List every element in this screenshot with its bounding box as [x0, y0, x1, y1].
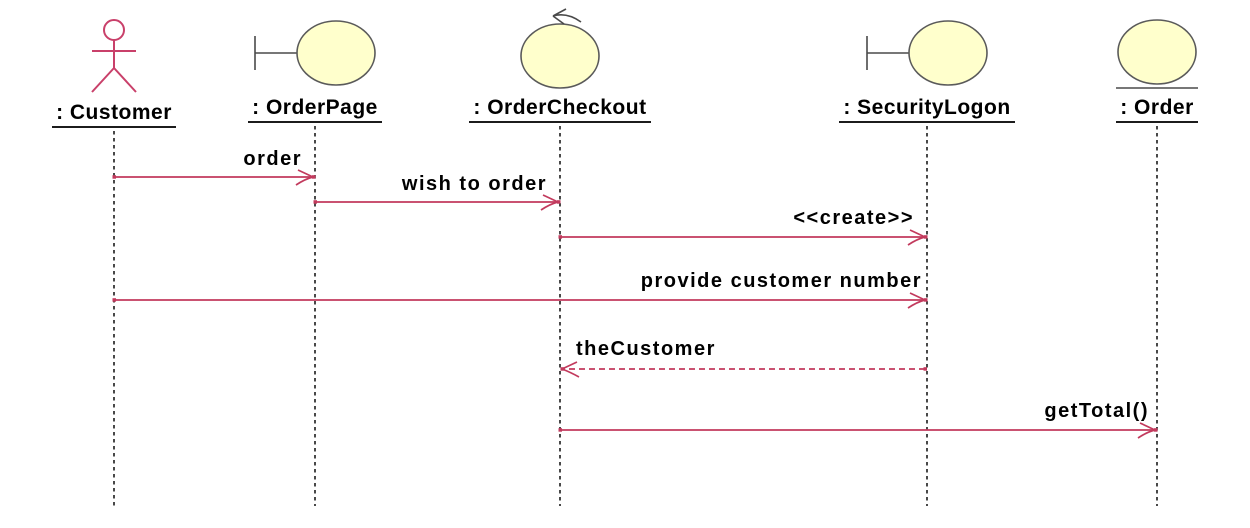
message-arrow-thecustomer: [560, 361, 927, 378]
message-label-create: <<create>>: [793, 207, 914, 229]
entity-icon: [1116, 19, 1198, 89]
boundary-icon: [866, 20, 988, 86]
message-label-wish-to-order: wish to order: [401, 173, 547, 195]
object-label-ordercheckout: : OrderCheckout: [460, 96, 660, 123]
message-label-gettotal: getTotal(): [1044, 400, 1149, 422]
boundary-icon: [254, 20, 376, 86]
object-label-securitylogon: : SecurityLogon: [827, 96, 1027, 123]
actor-icon: [91, 19, 137, 93]
message-arrow-wish-to-order: [313, 194, 561, 211]
message-label-order: order: [243, 148, 302, 170]
message-arrow-gettotal: [558, 422, 1158, 439]
message-arrow-order: [112, 169, 316, 186]
message-label-thecustomer: theCustomer: [576, 338, 716, 360]
message-arrow-provide-customer-number: [112, 292, 928, 309]
control-icon: [520, 8, 600, 89]
message-label-provide-customer-number: provide customer number: [640, 270, 922, 292]
object-label-order: : Order: [1057, 96, 1250, 123]
object-label-customer: : Customer: [14, 101, 214, 128]
message-arrow-create: [558, 229, 928, 246]
object-label-orderpage: : OrderPage: [215, 96, 415, 123]
